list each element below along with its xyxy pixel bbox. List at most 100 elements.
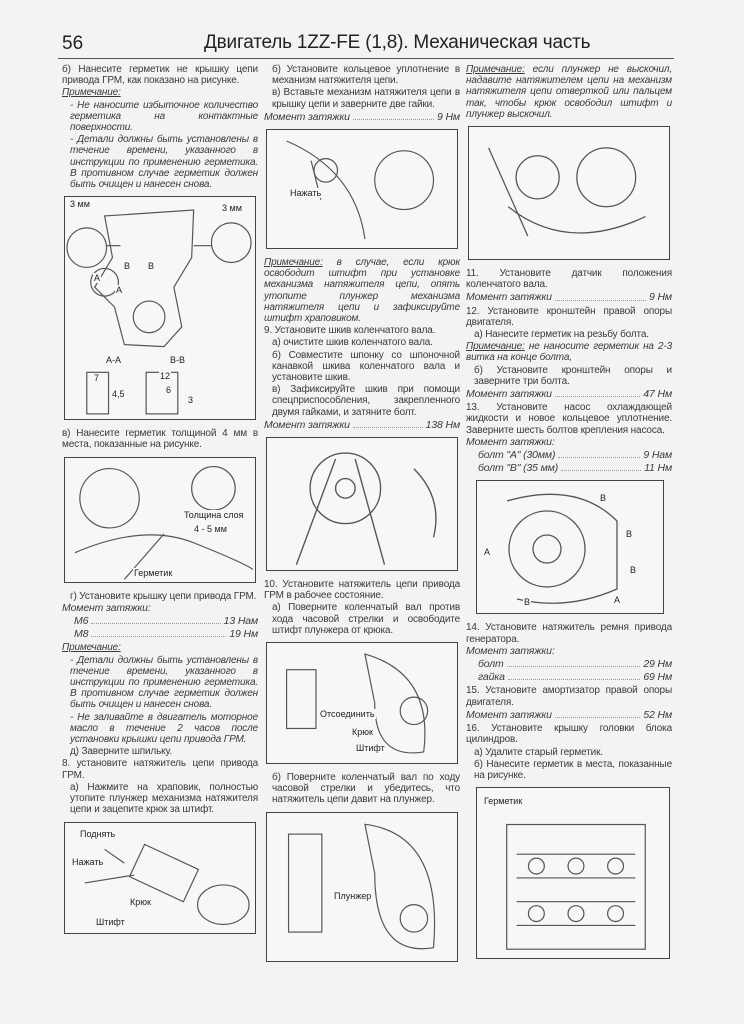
figure-label: Крюк xyxy=(129,896,152,907)
note-text: - Не наносите избыточное количество герм… xyxy=(70,99,258,134)
note-paragraph: Примечание: не наносите герметик на 2-3 … xyxy=(466,341,672,363)
step-text: б) Установите кольцевое уплотнение в мех… xyxy=(272,64,460,87)
torque-name: болт xyxy=(478,658,504,671)
torque-heading: Момент затяжки: xyxy=(466,644,555,657)
torque-value: 138 Нм xyxy=(425,418,460,431)
dimension-label: 3 xyxy=(187,395,195,406)
bolt-label: B xyxy=(629,565,638,576)
dotted-leader xyxy=(91,629,227,638)
figure-head-cover-sealant: Герметик xyxy=(476,787,670,960)
torque-heading: Момент затяжки: xyxy=(62,601,151,614)
figure-label: Штифт xyxy=(95,916,126,927)
step-text: д) Заверните шпильку. xyxy=(70,746,172,758)
figure-tensioner-hook: Поднять Нажать Крюк Штифт xyxy=(64,821,256,934)
figure-release-hook: Отсоединить Крюк Штифт xyxy=(266,642,458,765)
dotted-leader xyxy=(554,389,641,398)
torque-value: 47 Нм xyxy=(643,388,672,401)
figure-plunger: Плунжер xyxy=(266,811,458,962)
note-label: Примечание: xyxy=(62,87,121,99)
torque-heading: Момент затяжки: xyxy=(466,435,555,448)
note-text: если плунжер не выскочил, надавите натяж… xyxy=(466,64,672,120)
torque-row: Момент затяжки 47 Нм xyxy=(466,388,672,401)
dotted-leader xyxy=(507,672,641,681)
dimension-label: 7 xyxy=(93,373,101,384)
torque-name: Момент затяжки xyxy=(264,418,350,431)
column-1: б) Нанесите герметик не крышку цепи прив… xyxy=(62,64,258,942)
torque-row: Момент затяжки 138 Нм xyxy=(264,418,460,431)
torque-name: болт "В" (35 мм) xyxy=(478,462,559,475)
torque-name: M6 xyxy=(74,615,89,628)
figure-label: Герметик xyxy=(483,796,524,807)
torque-name: Момент затяжки xyxy=(466,291,552,304)
note-text: - Детали должны быть установлены в течен… xyxy=(70,134,258,191)
figure-label: Поднять xyxy=(79,828,117,839)
torque-value: 11 Нм xyxy=(644,462,672,475)
dimension-label: 3 мм xyxy=(221,203,243,214)
dotted-leader xyxy=(554,292,647,301)
note-label: Примечание: xyxy=(264,257,323,269)
chain-drawing xyxy=(488,147,646,237)
torque-value: 52 Нм xyxy=(643,708,672,721)
crank-pulley-drawing xyxy=(295,452,437,566)
step-text: 8. установите натяжитель цепи привода ГР… xyxy=(62,758,258,781)
section-label: B xyxy=(147,261,156,272)
bolt-label: A xyxy=(483,547,492,558)
torque-name: Момент затяжки xyxy=(264,110,350,123)
step-text: б) Поверните коленчатый вал по ходу часо… xyxy=(272,772,460,806)
torque-value: 19 Нм xyxy=(229,628,258,641)
header-rule xyxy=(58,58,674,59)
plunger-drawing xyxy=(287,823,436,949)
timing-cover-drawing xyxy=(66,209,252,415)
section-label: A xyxy=(115,285,124,296)
step-text: а) Поверните коленчатый вал против хода … xyxy=(272,602,460,636)
note-paragraph: Примечание: в случае, если крюк освободи… xyxy=(264,257,460,324)
page-number: 56 xyxy=(62,33,84,54)
dotted-leader xyxy=(558,450,641,459)
figure-timing-cover-sealant: 3 мм 3 мм B B A A A-A B-B 7 4,5 12 6 3 xyxy=(64,196,256,421)
torque-value: 9 Нам xyxy=(643,449,672,462)
dimension-label: 3 мм xyxy=(69,199,91,210)
bolt-label: B xyxy=(625,529,634,540)
figure-label: Толщина слоя xyxy=(183,509,245,520)
note-text: - Не заливайте в двигатель моторное масл… xyxy=(70,711,258,746)
note-label: Примечание: xyxy=(466,341,525,353)
torque-name: Момент затяжки xyxy=(466,388,552,401)
step-text: б) Установите кронштейн опоры и завернит… xyxy=(474,364,672,387)
note-label: Примечание: xyxy=(466,64,525,75)
torque-value: 29 Нм xyxy=(643,658,672,671)
step-text: в) Вставьте механизм натяжителя цепи в к… xyxy=(272,87,460,110)
torque-name: гайка xyxy=(478,671,505,684)
dotted-leader xyxy=(554,710,641,719)
release-hook-drawing xyxy=(286,653,429,754)
figure-crank-pulley xyxy=(266,437,458,572)
dimension-label: 6 xyxy=(165,385,173,396)
figure-label: 4 - 5 мм xyxy=(193,523,228,534)
section-title: B-B xyxy=(169,355,187,366)
dotted-leader xyxy=(352,420,423,429)
bolt-label: A xyxy=(613,595,622,606)
figure-label: Отсоединить xyxy=(319,709,376,720)
figure-sealant-thickness: Толщина слоя 4 - 5 мм Герметик xyxy=(64,456,256,583)
cylinder-head-drawing xyxy=(506,824,646,950)
column-3: Примечание: если плунжер не выскочил, на… xyxy=(466,64,672,967)
step-text: в) Нанесите герметик толщиной 4 мм в мес… xyxy=(62,428,258,451)
section-title: A-A xyxy=(105,355,123,366)
torque-row: гайка 69 Нм xyxy=(466,672,672,683)
note-paragraph: Примечание: если плунжер не выскочил, на… xyxy=(466,64,672,120)
step-text: а) Удалите старый герметик. xyxy=(474,746,603,758)
torque-row: болт "А" (30мм)9 Нам xyxy=(466,449,672,462)
step-text: 12. Установите кронштейн правой опоры дв… xyxy=(466,305,672,328)
step-text: б) Нанесите герметик не крышку цепи прив… xyxy=(62,64,258,87)
step-text: г) Установите крышку цепи привода ГРМ. xyxy=(70,590,257,602)
bolt-label: B xyxy=(599,493,608,504)
step-text: 9. Установите шкив коленчатого вала. xyxy=(264,325,436,337)
torque-value: 69 Нм xyxy=(643,671,672,684)
dimension-label: 12 xyxy=(159,371,172,382)
step-text: 11. Установите датчик положения коленчат… xyxy=(466,268,672,291)
figure-label: Плунжер xyxy=(333,890,373,901)
section-label: B xyxy=(123,261,132,272)
